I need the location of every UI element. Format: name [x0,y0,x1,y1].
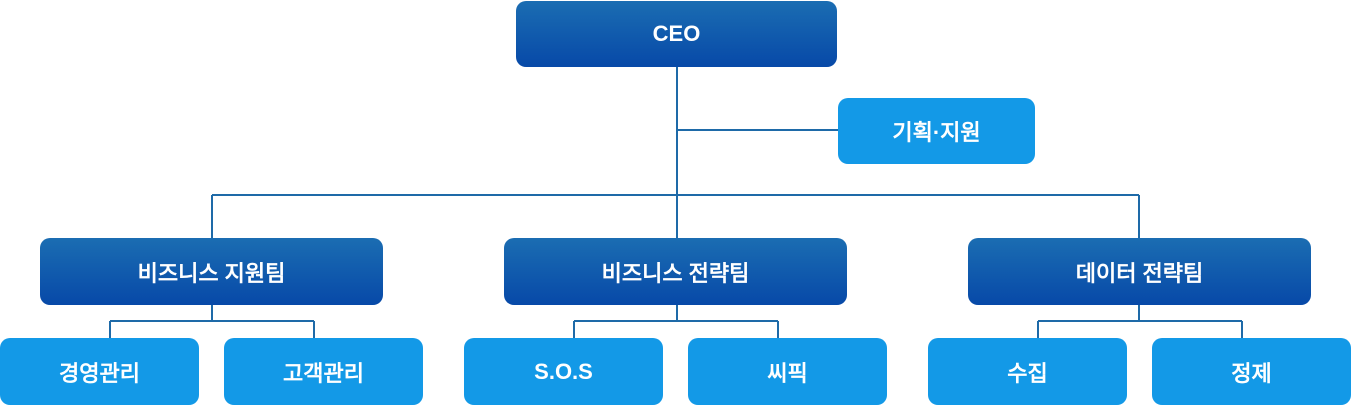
ceo-node: CEO [516,1,837,67]
planning-support-node: 기획·지원 [838,98,1035,164]
unit-node: S.O.S [464,338,663,405]
team-node-business-strategy: 비즈니스 전략팀 [504,238,847,305]
team-node-business-support: 비즈니스 지원팀 [40,238,383,305]
team-node-data-strategy: 데이터 전략팀 [968,238,1311,305]
unit-node: 수집 [928,338,1127,405]
unit-node: 씨픽 [688,338,887,405]
unit-node: 정제 [1152,338,1351,405]
unit-node: 고객관리 [224,338,423,405]
unit-node: 경영관리 [0,338,199,405]
